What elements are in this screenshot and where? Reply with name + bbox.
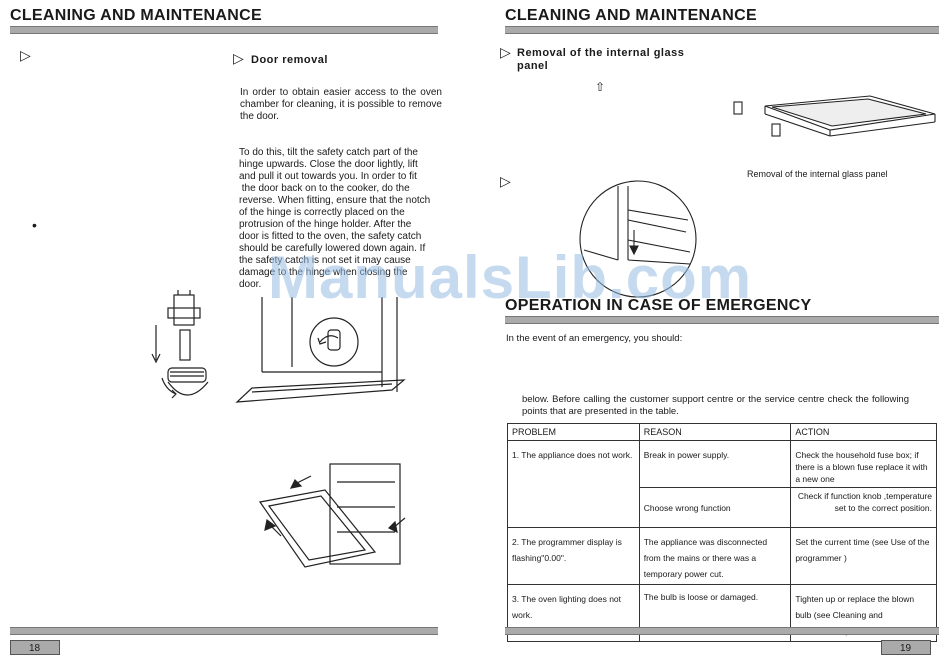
page-number-text: 19 — [900, 643, 912, 654]
glass-panel-title-line-2: panel — [517, 60, 549, 72]
table-cell-reason: Break in power supply. — [638, 440, 792, 488]
section-arrow-icon: ▷ — [20, 47, 31, 63]
paragraph-line: the safety catch is not set it may cause — [239, 255, 411, 266]
column-header-action: ACTION — [790, 423, 937, 441]
door-tilted-illustration — [258, 463, 406, 568]
table-header-row: PROBLEM REASON ACTION — [507, 423, 937, 441]
emergency-header-rule — [505, 316, 939, 324]
table-cell-action: Check if function knob ,temperature set … — [790, 487, 937, 528]
table-cell-action: Set the current time (see Use of the pro… — [790, 527, 937, 585]
paragraph-line: reverse. When fitting, ensure that the n… — [239, 195, 431, 206]
table-row: 1. The appliance does not work. Break in… — [507, 440, 937, 528]
oven-interior-illustration — [579, 180, 697, 298]
column-header-reason: REASON — [638, 423, 792, 441]
glass-panel-arrow-icon: ▷ — [500, 44, 511, 60]
left-page-number: 18 — [10, 640, 60, 655]
paragraph-line: of the hinge is correctly placed on the — [239, 207, 405, 218]
oven-door-removal-illustration — [235, 297, 406, 403]
paragraph-line: door is fitted to the oven, the safety c… — [239, 231, 422, 242]
paragraph-line: hinge upwards. Close the door lightly, l… — [239, 159, 418, 170]
paragraph-line: the door back on to the cooker, do the — [239, 183, 410, 194]
paragraph-line: door. — [239, 279, 262, 290]
table-cell-problem: 2. The programmer display is flashing"0.… — [507, 527, 640, 585]
paragraph-line: and pull it out towards you. In order to… — [239, 171, 417, 182]
table-row: 2. The programmer display is flashing"0.… — [507, 527, 937, 585]
bullet-icon: • — [32, 217, 37, 233]
glass-panel-illustration — [733, 95, 936, 137]
door-removal-arrow-icon: ▷ — [233, 50, 244, 66]
left-header-rule — [10, 26, 438, 34]
emergency-intro: In the event of an emergency, you should… — [506, 333, 683, 344]
glass-panel-title: Removal of the internal glass panel — [517, 47, 684, 73]
glass-panel-caption: Removal of the internal glass panel — [747, 169, 888, 179]
right-footer-rule — [505, 627, 939, 635]
troubleshooting-table: PROBLEM REASON ACTION 1. The appliance d… — [507, 423, 937, 642]
emergency-before-text: below. Before calling the customer suppo… — [522, 394, 909, 417]
column-header-problem: PROBLEM — [507, 423, 640, 441]
watermark: ManualsLib.com — [268, 244, 753, 311]
right-header-rule — [505, 26, 939, 34]
right-page-number: 19 — [881, 640, 931, 655]
door-removal-paragraph-2: To do this, tilt the safety catch part o… — [239, 135, 445, 303]
table-cell-reason: The appliance was disconnected from the … — [638, 527, 792, 585]
table-cell-problem: 1. The appliance does not work. — [507, 440, 640, 528]
glass-panel-title-line-1: Removal of the internal glass — [517, 47, 685, 59]
emergency-header: OPERATION IN CASE OF EMERGENCY — [505, 297, 812, 314]
paragraph-line: protrusion of the hinge holder. After th… — [239, 219, 412, 230]
left-footer-rule — [10, 627, 438, 635]
table-row: Choose wrong function Check if function … — [508, 487, 937, 528]
paragraph-line: should be carefully lowered down again. … — [239, 243, 426, 254]
right-page-header: CLEANING AND MAINTENANCE — [505, 7, 757, 24]
table-cell-action: Check the household fuse box; if there i… — [790, 440, 937, 488]
up-arrow-icon: ⇧ — [595, 80, 606, 94]
step-arrow-icon: ▷ — [500, 173, 511, 189]
table-cell-reason: Choose wrong function — [638, 487, 792, 528]
left-page-header: CLEANING AND MAINTENANCE — [10, 7, 262, 24]
hinge-illustration — [151, 290, 209, 399]
door-removal-title: Door removal — [251, 54, 328, 66]
page-number-text: 18 — [29, 643, 41, 654]
door-removal-paragraph-1: In order to obtain easier access to the … — [240, 87, 442, 122]
paragraph-line: damage to the hinge when closing the — [239, 267, 408, 278]
paragraph-line: To do this, tilt the safety catch part o… — [239, 147, 418, 158]
